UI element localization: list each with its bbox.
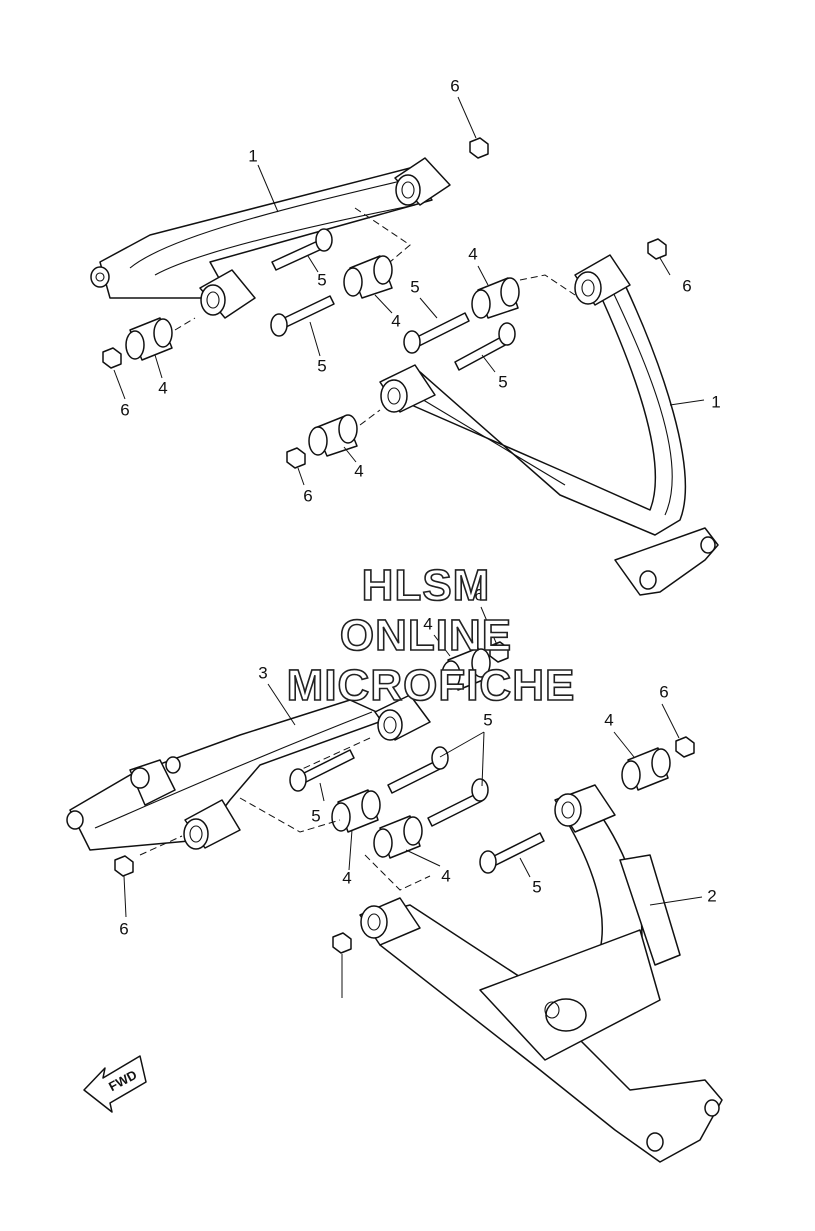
callout-3: 3 [258,663,267,682]
callout-4: 4 [441,866,450,885]
callout-1: 1 [711,392,720,411]
upper-arm-right [379,254,719,596]
callout-6: 6 [120,400,129,419]
callout-5: 5 [532,877,541,896]
callout-4: 4 [604,710,613,729]
callout-5: 5 [311,806,320,825]
upper-arm-left [90,157,451,319]
nut-group-upper [102,137,667,469]
callout-4: 4 [158,378,167,397]
callout-2: 2 [707,886,716,905]
callout-4: 4 [468,244,477,263]
nut-group-lower [114,641,695,954]
bushing-group-upper [125,255,520,457]
callout-5: 5 [483,710,492,729]
callout-6: 6 [119,919,128,938]
callout-5: 5 [498,372,507,391]
callout-6: 6 [450,76,459,95]
callout-6: 6 [303,486,312,505]
watermark: HLSM ONLINE MICROFICHE [286,560,576,711]
callout-labels: 1 1 2 3 4 4 4 4 4 4 4 4 5 5 5 5 5 5 5 6 … [119,76,720,938]
callout-6: 6 [659,682,668,701]
watermark-line-2: ONLINE [340,611,512,660]
bolt-group-lower [289,746,545,874]
callout-5: 5 [317,356,326,375]
callout-1: 1 [248,146,257,165]
bushing-group-lower [331,647,671,859]
callout-4: 4 [391,311,400,330]
watermark-line-3: MICROFICHE [287,661,576,710]
callout-4: 4 [423,614,432,633]
lower-arm-right [359,784,723,1163]
callout-6: 6 [682,276,691,295]
callout-5: 5 [410,277,419,296]
leader-lines [113,96,705,998]
callout-4: 4 [354,461,363,480]
lower-arm-left [66,694,431,851]
fwd-arrow: FWD [83,1055,147,1113]
watermark-line-1: HLSM [362,561,491,610]
callout-6: 6 [474,585,483,604]
bolt-group-upper [270,228,516,371]
callout-5: 5 [317,270,326,289]
assembly-lines [139,207,576,891]
callout-4: 4 [342,868,351,887]
